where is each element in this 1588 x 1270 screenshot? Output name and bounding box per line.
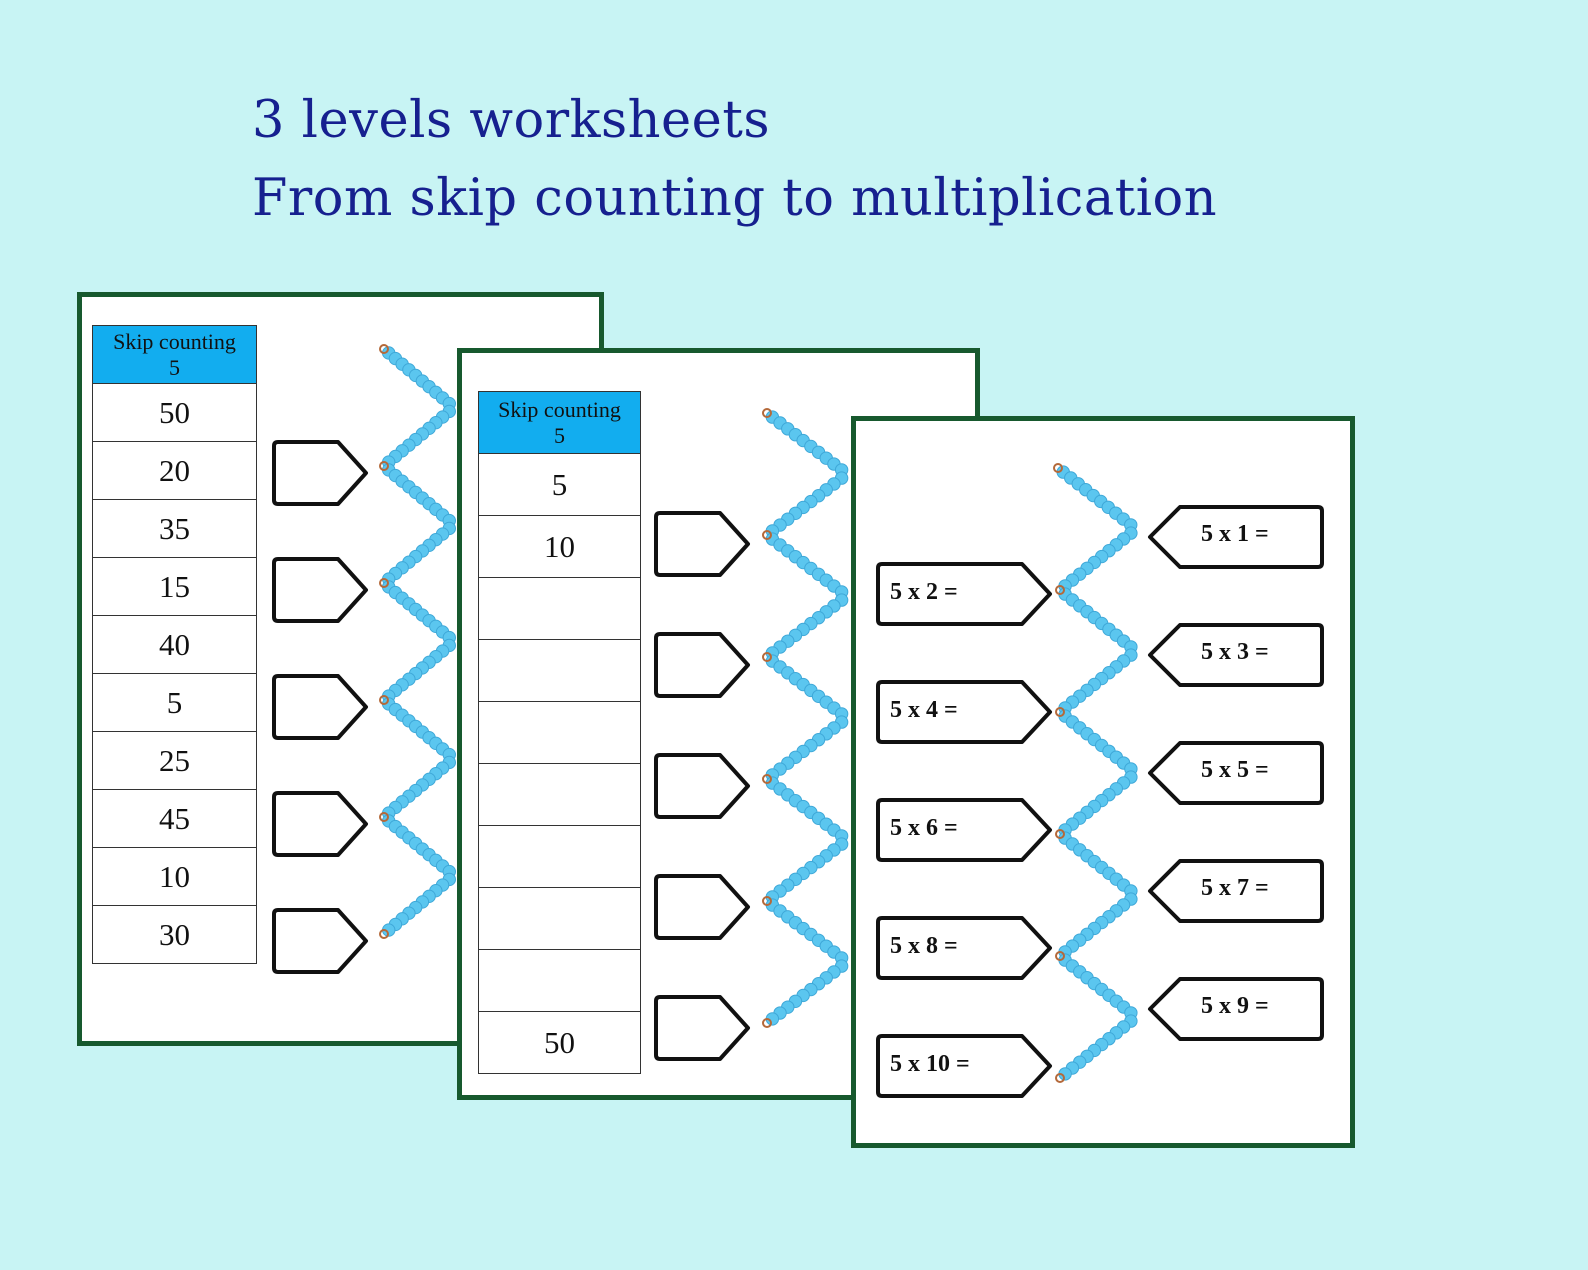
bead-loop xyxy=(379,929,389,939)
table-cell: 5 xyxy=(478,453,641,516)
bead-loop xyxy=(379,344,389,354)
bead-loop xyxy=(379,578,389,588)
skip-counting-table: Skip counting 5 5 10 50 xyxy=(478,391,641,1074)
table-cell: 50 xyxy=(92,383,257,442)
table-cell: 45 xyxy=(92,789,257,848)
table-cell xyxy=(478,701,641,764)
answer-tag xyxy=(1148,623,1324,687)
equation-label: 5 x 10 = xyxy=(890,1051,970,1077)
table-cell: 20 xyxy=(92,441,257,500)
equation-label: 5 x 3 = xyxy=(1201,639,1269,665)
table-cell: 40 xyxy=(92,615,257,674)
equation-label: 5 x 4 = xyxy=(890,697,958,723)
table-cell: 50 xyxy=(478,1011,641,1074)
table-header-title: Skip counting xyxy=(498,396,621,422)
table-header-number: 5 xyxy=(169,354,180,380)
answer-tag xyxy=(654,874,750,940)
bead-loop xyxy=(1055,951,1065,961)
answer-tag xyxy=(654,511,750,577)
table-cell: 10 xyxy=(478,515,641,578)
bead-loop xyxy=(1055,1073,1065,1083)
table-header: Skip counting 5 xyxy=(92,325,257,384)
bead-loop xyxy=(1053,463,1063,473)
title-line-1: 3 levels worksheets xyxy=(252,91,771,150)
answer-tag xyxy=(1148,859,1324,923)
answer-tag xyxy=(272,557,368,623)
bead-loop xyxy=(379,812,389,822)
answer-tag xyxy=(272,908,368,974)
table-cell: 25 xyxy=(92,731,257,790)
equation-label: 5 x 2 = xyxy=(890,579,958,605)
worksheet-level-3: 5 x 1 = 5 x 3 = 5 x 5 = 5 x 7 = 5 x 9 = 5 x 2… xyxy=(851,416,1355,1148)
answer-tag xyxy=(272,440,368,506)
bead-loop xyxy=(762,1018,772,1028)
bead-loop xyxy=(379,461,389,471)
table-header-number: 5 xyxy=(554,422,565,448)
answer-tag xyxy=(272,791,368,857)
bead-loop xyxy=(1055,707,1065,717)
answer-tag xyxy=(272,674,368,740)
answer-tag xyxy=(876,680,1052,744)
bead-loop xyxy=(1055,829,1065,839)
answer-tag xyxy=(654,753,750,819)
equation-label: 5 x 5 = xyxy=(1201,757,1269,783)
bead-loop xyxy=(762,530,772,540)
equation-label: 5 x 6 = xyxy=(890,815,958,841)
answer-tag xyxy=(654,632,750,698)
table-cell xyxy=(478,763,641,826)
table-header-title: Skip counting xyxy=(113,328,236,354)
answer-tag xyxy=(654,995,750,1061)
answer-tag xyxy=(876,1034,1052,1098)
bead-loop xyxy=(762,408,772,418)
skip-counting-table: Skip counting 5 50 20 35 15 40 5 25 45 1… xyxy=(92,325,257,964)
bead-loop xyxy=(762,896,772,906)
equation-label: 5 x 8 = xyxy=(890,933,958,959)
answer-tag xyxy=(876,916,1052,980)
table-header: Skip counting 5 xyxy=(478,391,641,454)
answer-tag xyxy=(1148,505,1324,569)
title-line-2: From skip counting to multiplication xyxy=(252,169,1218,228)
answer-tag xyxy=(1148,977,1324,1041)
table-cell: 10 xyxy=(92,847,257,906)
bead-chain-and-tags xyxy=(876,463,1324,1098)
bead-loop xyxy=(762,774,772,784)
table-cell xyxy=(478,577,641,640)
table-cell: 5 xyxy=(92,673,257,732)
bead-loop xyxy=(762,652,772,662)
answer-tag xyxy=(1148,741,1324,805)
equation-label: 5 x 9 = xyxy=(1201,993,1269,1019)
answer-tag xyxy=(876,798,1052,862)
table-cell xyxy=(478,639,641,702)
answer-tag xyxy=(876,562,1052,626)
equation-label: 5 x 7 = xyxy=(1201,875,1269,901)
bead-chain-and-tags xyxy=(654,408,849,1061)
table-cell xyxy=(478,887,641,950)
equation-label: 5 x 1 = xyxy=(1201,521,1269,547)
page-title: 3 levels worksheets From skip counting t… xyxy=(252,82,1217,238)
bead-loop xyxy=(379,695,389,705)
bead-chain-and-tags xyxy=(272,344,456,974)
table-cell: 30 xyxy=(92,905,257,964)
bead-loop xyxy=(1055,585,1065,595)
